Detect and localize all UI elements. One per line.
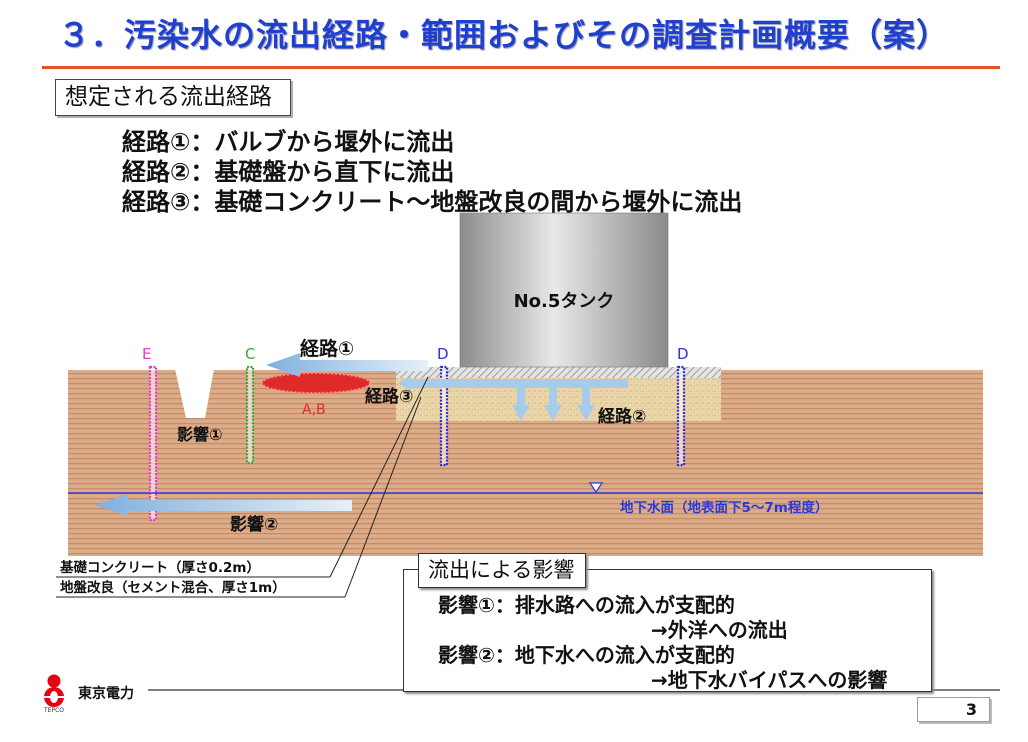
impact-box-title: 流出による影響 — [418, 553, 586, 588]
logo-text: TEPCO — [43, 707, 64, 714]
monitoring-well-d-right — [676, 365, 686, 467]
well-label-e: E — [142, 345, 151, 363]
impact-box-title-text: 流出による影響 — [428, 558, 575, 582]
monitoring-well-c — [245, 365, 255, 465]
route-3-arrow — [398, 376, 628, 391]
monitoring-well-d-left — [439, 365, 449, 467]
impact-2-label: 影響② — [230, 514, 278, 535]
callout-foundation-concrete: 基礎コンクリート（厚さ0.2m） — [60, 559, 260, 576]
route-item-2: 経路②：基礎盤から直下に流出 — [122, 158, 455, 186]
leak-area-label: A,B — [302, 402, 326, 418]
route-2-arrow — [544, 388, 562, 421]
impact-line-1-result: →外洋への流出 — [651, 618, 788, 642]
impact-box: 影響①：排水路への流入が支配的 →外洋への流出 影響②：地下水への流入が支配的 … — [403, 569, 932, 692]
page-title: ３．汚染水の流出経路・範囲およびその調査計画概要（案） — [58, 16, 950, 54]
leak-area-ab — [261, 372, 371, 394]
route-item-3: 経路③：基礎コンクリート～地盤改良の間から堰外に流出 — [122, 188, 743, 216]
page-number-text: 3 — [965, 700, 977, 719]
foundation-concrete — [396, 367, 721, 378]
tank-body — [459, 212, 669, 368]
title-underline — [42, 66, 1000, 69]
callout-leader-line — [344, 396, 422, 598]
water-level-marker-icon — [588, 482, 604, 494]
page-number: 3 — [917, 697, 990, 722]
impact-1-label: 影響① — [177, 425, 223, 444]
route-2-arrow — [577, 388, 595, 421]
impact-line-2: 影響②：地下水への流入が支配的 — [438, 643, 735, 667]
section-heading: 想定される流出経路 — [65, 84, 272, 110]
section-heading-box: 想定される流出経路 — [55, 79, 291, 116]
callout-ground-improvement: 地盤改良（セメント混合、厚さ1m） — [60, 579, 286, 596]
drainage-trench — [175, 369, 214, 418]
route-1-arrow — [266, 353, 428, 377]
impact-2-arrow — [95, 494, 352, 516]
monitoring-well-e — [148, 365, 158, 522]
route-3-label: 経路③ — [365, 386, 413, 407]
well-label-d-right: D — [677, 345, 689, 363]
callout-leader-line — [329, 376, 429, 578]
impact-line-1: 影響①：排水路への流入が支配的 — [438, 593, 735, 617]
route-2-arrow — [512, 388, 530, 421]
impact-line-2-result: →地下水バイパスへの影響 — [651, 668, 888, 692]
tank-label: No.5タンク — [514, 291, 615, 312]
well-label-d-left: D — [437, 345, 449, 363]
company-name: 東京電力 — [78, 685, 134, 702]
tepco-logo-icon: TEPCO — [43, 674, 64, 714]
route-2-label: 経路② — [598, 406, 646, 427]
route-item-1: 経路①：バルブから堰外に流出 — [122, 128, 455, 156]
well-label-c: C — [245, 345, 255, 363]
route-1-label: 経路① — [300, 337, 354, 360]
route-list: 経路①：バルブから堰外に流出 経路②：基礎盤から直下に流出 経路③：基礎コンクリ… — [122, 127, 742, 217]
groundwater-label: 地下水面（地表面下5～7m程度） — [620, 499, 828, 516]
